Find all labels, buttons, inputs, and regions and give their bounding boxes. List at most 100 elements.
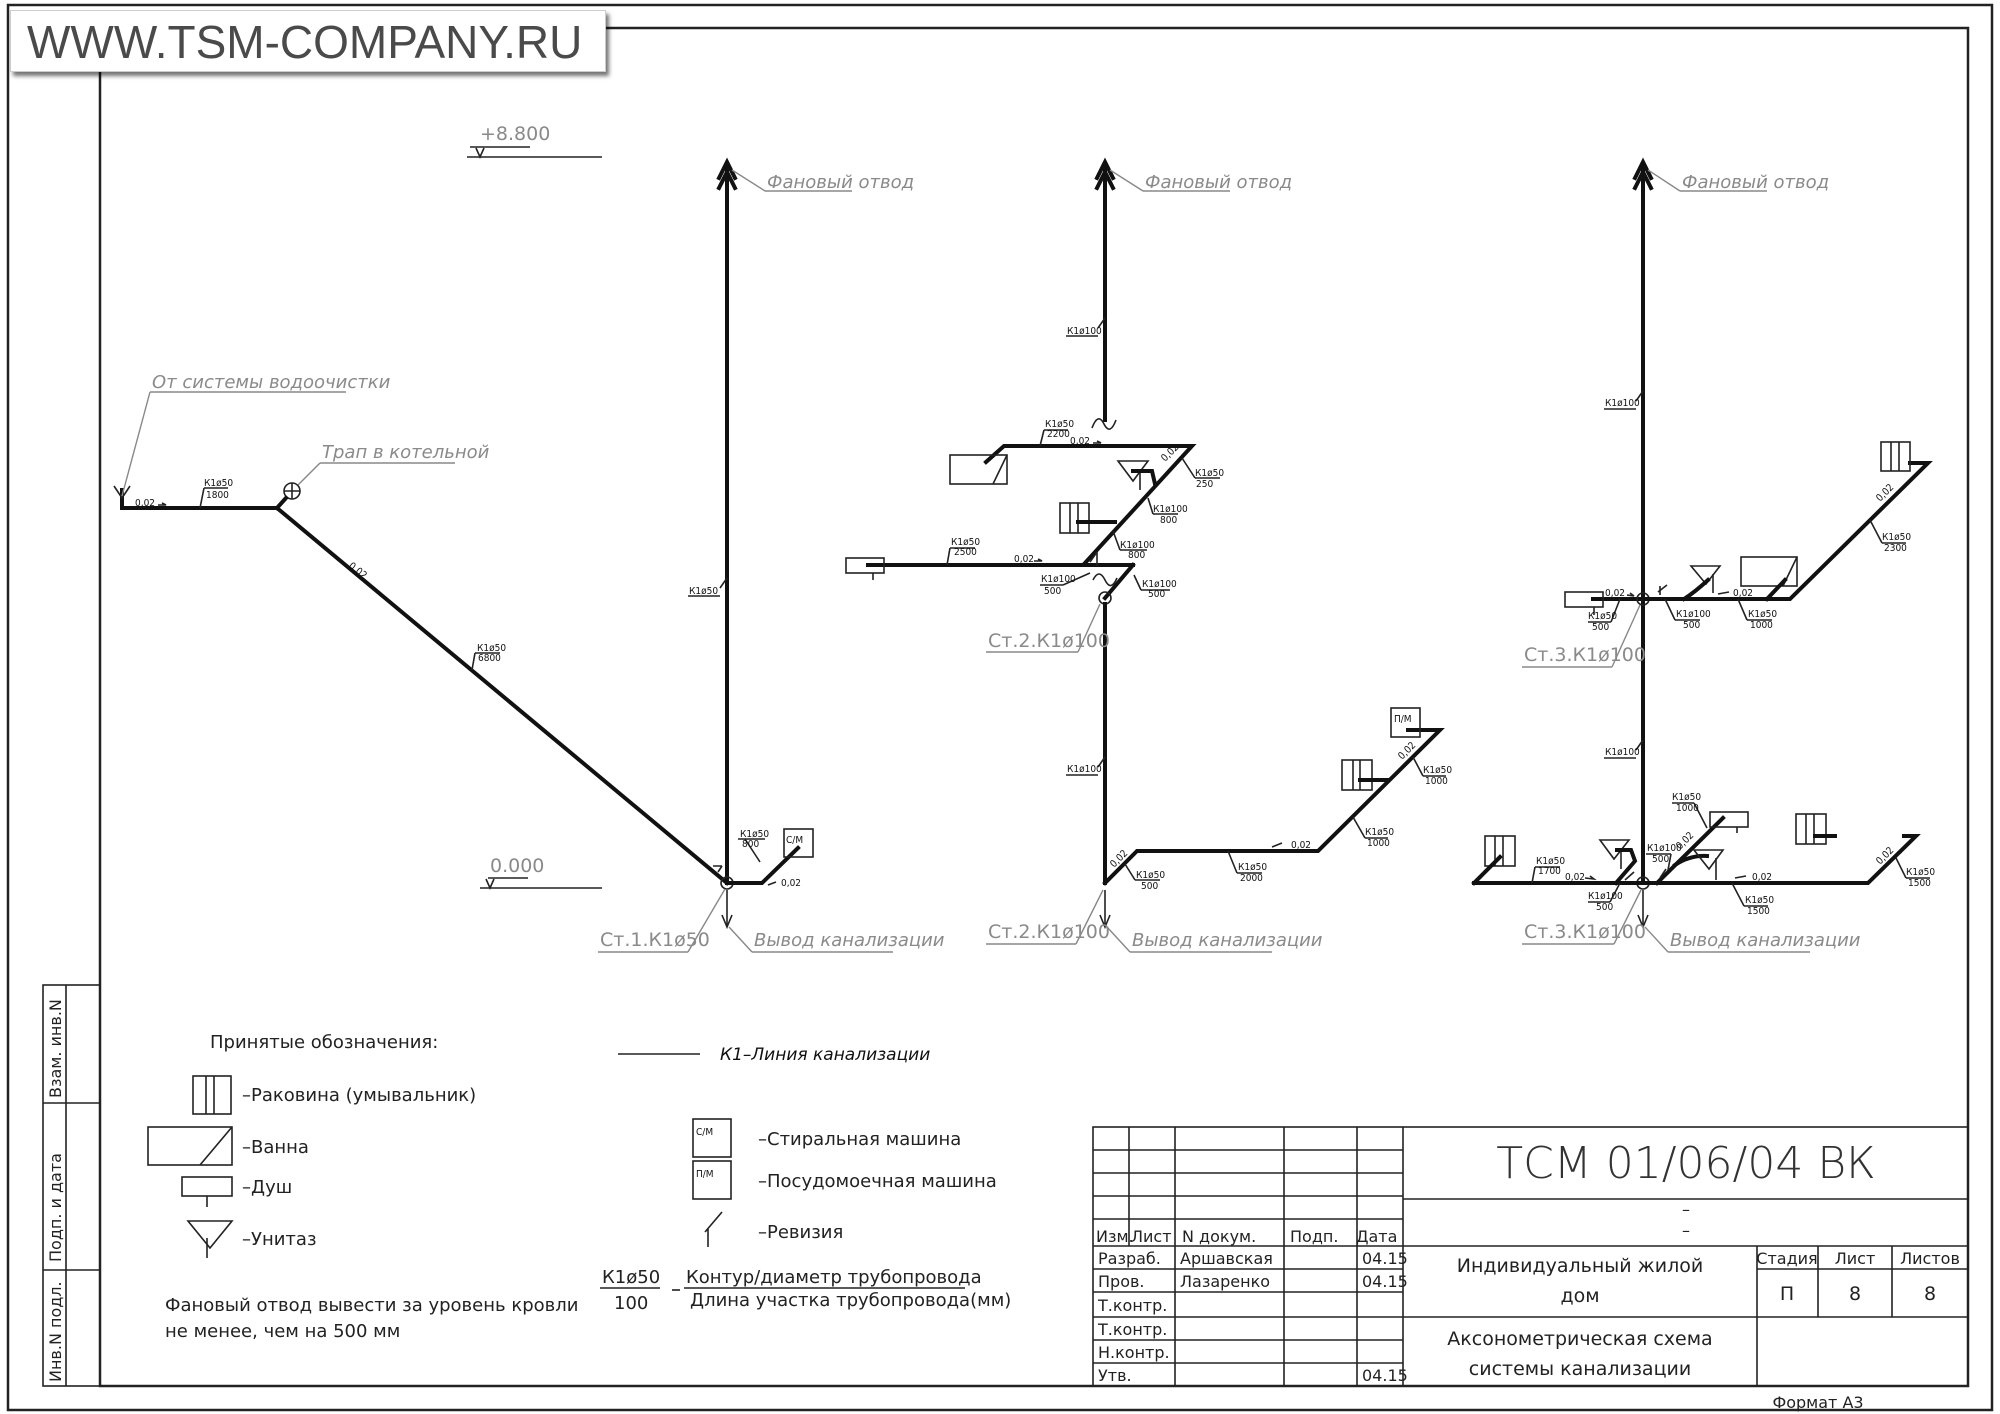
riser-3-lower-branch [1472,834,1921,885]
legend-line-label: К1–Линия канализации [720,1045,930,1065]
svg-text:500: 500 [1683,620,1700,631]
svg-text:Пров.: Пров. [1098,1272,1145,1291]
svg-text:1500: 1500 [1747,906,1770,917]
object-name: Индивидуальный жилой [1457,1255,1703,1277]
svg-text:Стадия: Стадия [1756,1249,1817,1268]
svg-text:04.15: 04.15 [1362,1366,1408,1385]
svg-text:К1ø50: К1ø50 [1045,419,1074,430]
svg-text:Длина участка трубопровода(мм): Длина участка трубопровода(мм) [690,1290,1011,1311]
svg-text:250: 250 [1196,479,1213,490]
svg-text:Лист: Лист [1835,1249,1876,1268]
riser-3-vent-label: Фановый отвод [1682,172,1829,193]
svg-text:1000: 1000 [1425,776,1448,787]
svg-text:К1ø50: К1ø50 [951,537,980,548]
svg-text:Утв.: Утв. [1098,1366,1132,1385]
svg-text:Подп.: Подп. [1290,1227,1338,1246]
vent-arrow-icon [1094,157,1116,191]
svg-text:2500: 2500 [954,547,977,558]
legend-dishwasher-icon [692,1160,732,1200]
svg-text:К1ø50: К1ø50 [1136,870,1165,881]
svg-text:0,02: 0,02 [1874,482,1896,504]
stage-value: П [1780,1283,1794,1305]
svg-text:1000: 1000 [1676,803,1699,814]
svg-text:500: 500 [1652,854,1669,865]
svg-text:0,02: 0,02 [1070,436,1090,447]
svg-text:1000: 1000 [1750,620,1773,631]
legend-washing-machine-icon [692,1118,732,1158]
svg-text:С/М: С/М [786,835,803,846]
vent-arrow-icon [716,157,738,191]
bath-icon [949,454,1008,485]
svg-text:2200: 2200 [1047,429,1070,440]
riser-1-diagram: Фановый отвод К1ø50 От системы водоочист… [113,157,945,953]
svg-text:К1ø50: К1ø50 [1745,895,1774,906]
svg-text:Контур/диаметр трубопровода: Контур/диаметр трубопровода [686,1267,982,1288]
svg-text:К1ø50: К1ø50 [477,643,506,654]
riser-1-label: Ст.1.К1ø50 [600,929,710,951]
svg-text:К1ø100: К1ø100 [1142,579,1177,590]
svg-text:К1ø100: К1ø100 [1588,891,1623,902]
svg-text:0,02: 0,02 [1605,588,1625,599]
legend-shower-icon [181,1176,233,1197]
toilet-icon [1692,849,1725,871]
svg-text:–Ревизия: –Ревизия [758,1222,843,1243]
note-line-2: не менее, чем на 500 мм [165,1321,400,1342]
riser-1-outlet-label: Вывод канализации [754,930,945,951]
svg-text:–Унитаз: –Унитаз [242,1229,317,1250]
shower-icon [1564,591,1604,608]
level-top-text: +8.800 [480,123,550,145]
svg-text:К1ø50: К1ø50 [740,829,769,840]
svg-text:2300: 2300 [1884,543,1907,554]
legend-bath-icon [147,1126,233,1166]
svg-text:К1ø50: К1ø50 [1536,856,1565,867]
svg-text:К1ø50: К1ø50 [1882,532,1911,543]
sink-icon [1059,502,1090,534]
svg-text:К1ø50: К1ø50 [1423,765,1452,776]
riser-3-label-bottom: Ст.3.К1ø100 [1524,921,1646,943]
sink-icon [1795,813,1827,845]
svg-text:Дата: Дата [1356,1227,1397,1246]
sheets-total: 8 [1924,1283,1936,1305]
svg-text:800: 800 [742,839,759,850]
svg-text:500: 500 [1141,881,1158,892]
svg-text:0,02: 0,02 [1396,740,1418,762]
svg-text:0,02: 0,02 [1874,845,1896,867]
sink-icon [1880,441,1911,472]
level-bottom-text: 0.000 [490,855,544,877]
sheet-title: Аксонометрическая схема [1447,1328,1712,1350]
sink-icon [1341,759,1373,791]
svg-text:Лист: Лист [1131,1227,1172,1246]
svg-text:системы канализации: системы канализации [1469,1358,1691,1380]
svg-text:Разраб.: Разраб. [1098,1249,1161,1268]
riser-2-label-top: Ст.2.К1ø100 [988,630,1110,652]
shower-icon [1709,811,1749,828]
sheet-number: 8 [1849,1283,1861,1305]
legend-title: Принятые обозначения: [210,1032,438,1053]
svg-text:К1ø100: К1ø100 [1605,398,1640,409]
drawing-code: ТСМ 01/06/04 ВК [1496,1138,1876,1189]
legend-toilet-icon [186,1220,234,1250]
riser-1-branch-pipe [120,488,730,886]
svg-text:Лазаренко: Лазаренко [1180,1272,1270,1291]
source-label: От системы водоочистки [152,372,391,393]
washing-machine-icon [783,828,814,858]
svg-text:6800: 6800 [478,653,501,664]
svg-text:П/М: П/М [1394,714,1412,725]
svg-text:Изм.: Изм. [1096,1227,1134,1246]
svg-text:04.15: 04.15 [1362,1272,1408,1291]
legend-sink-icon [192,1075,232,1115]
svg-text:К1ø50: К1ø50 [1195,468,1224,479]
svg-text:500: 500 [1592,622,1609,633]
svg-text:Листов: Листов [1900,1249,1960,1268]
inner-frame [98,26,1970,1388]
svg-text:Т.контр.: Т.контр. [1097,1296,1167,1315]
outer-border [6,3,1994,1412]
svg-text:К1ø50: К1ø50 [1906,867,1935,878]
legend-revision-icon [704,1211,723,1247]
riser-1-vent-label: Фановый отвод [767,172,914,193]
svg-text:К1ø100: К1ø100 [1067,326,1102,337]
riser-2-label-bottom: Ст.2.К1ø100 [988,921,1110,943]
svg-text:К1ø100: К1ø100 [1605,747,1640,758]
svg-text:–: – [1682,1221,1690,1240]
